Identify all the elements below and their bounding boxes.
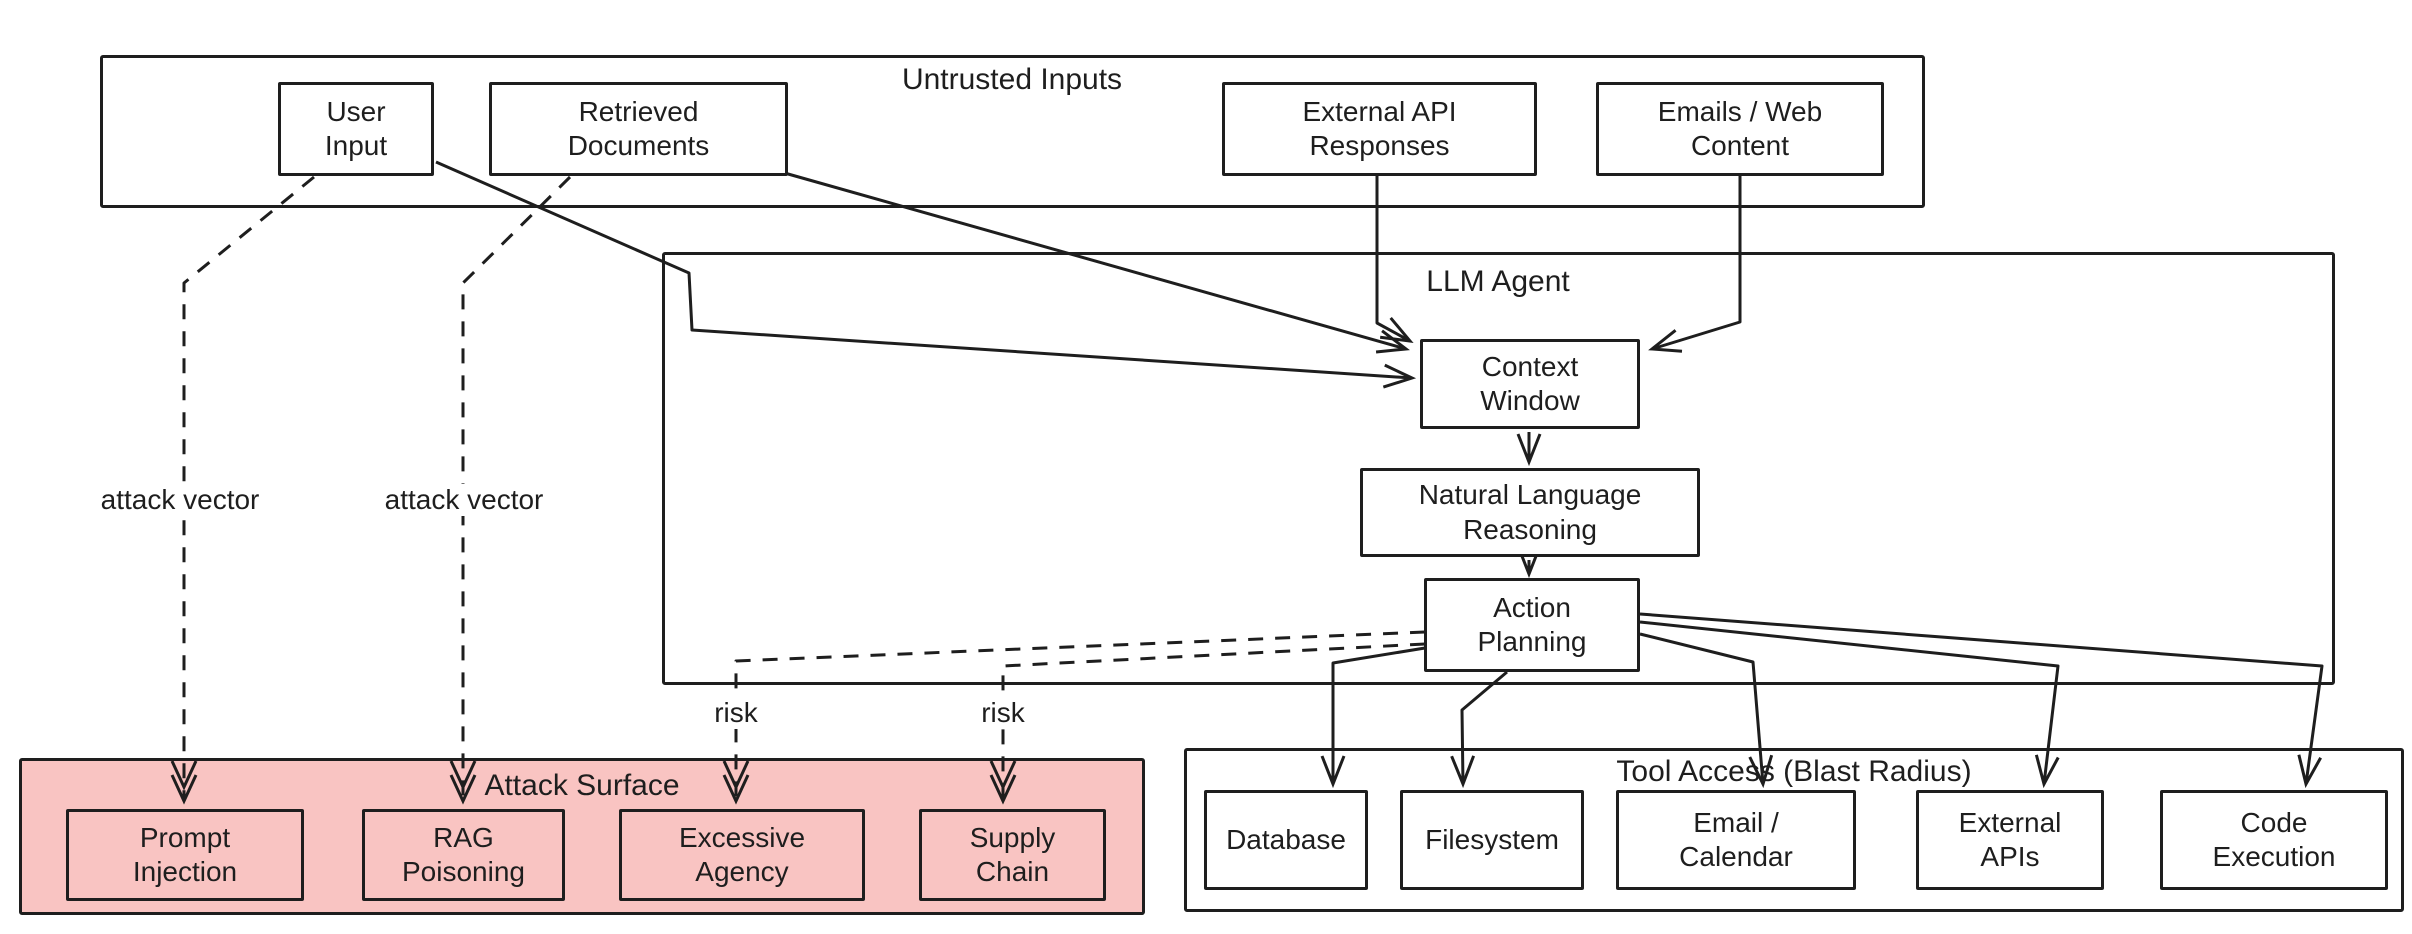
llm-agent-title: LLM Agent [1426,265,1570,298]
node-filesystem: Filesystem [1400,790,1584,890]
node-user-input: User Input [278,82,434,176]
node-action-planning: Action Planning [1424,578,1640,672]
node-natural-language-reasoning: Natural Language Reasoning [1360,468,1700,557]
tool-access-title: Tool Access (Blast Radius) [1616,755,1972,788]
edge-label-risk-1: risk [706,697,766,729]
node-emails-web-content: Emails / Web Content [1596,82,1884,176]
node-prompt-injection: Prompt Injection [66,809,304,901]
node-context-window: Context Window [1420,339,1640,429]
node-code-execution: Code Execution [2160,790,2388,890]
node-external-api-responses: External API Responses [1222,82,1537,176]
node-excessive-agency: Excessive Agency [619,809,865,901]
node-supply-chain: Supply Chain [919,809,1106,901]
edge-label-attack-vector-2: attack vector [376,484,552,516]
node-database: Database [1204,790,1368,890]
edge-label-risk-2: risk [973,697,1033,729]
edge-label-attack-vector-1: attack vector [92,484,268,516]
node-external-apis: External APIs [1916,790,2104,890]
node-email-calendar: Email / Calendar [1616,790,1856,890]
untrusted-inputs-title: Untrusted Inputs [901,63,1123,96]
attack-surface-title: Attack Surface [484,769,680,802]
node-retrieved-documents: Retrieved Documents [489,82,788,176]
node-rag-poisoning: RAG Poisoning [362,809,565,901]
